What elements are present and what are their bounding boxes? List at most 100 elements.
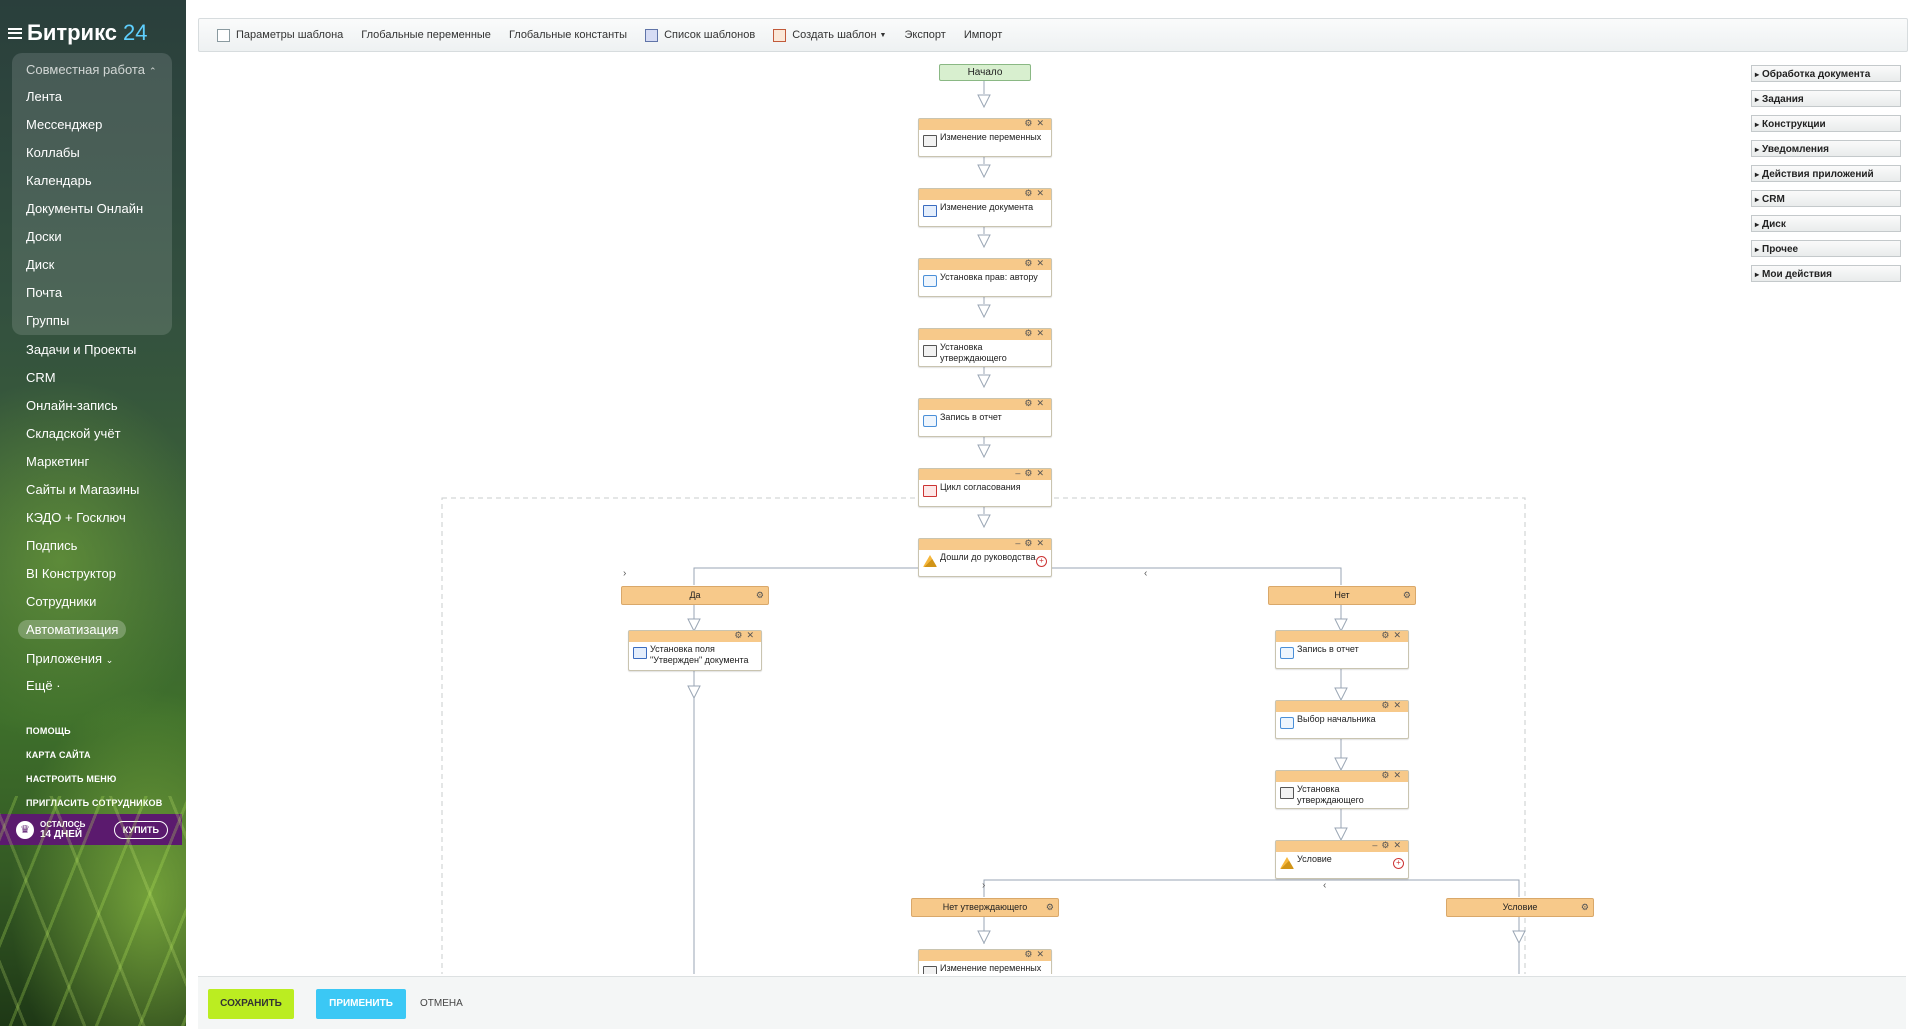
sidebar-item-apps[interactable]: Приложения ⌄ bbox=[26, 651, 114, 666]
sidebar-item-boards[interactable]: Доски bbox=[26, 229, 62, 244]
edit-document-icon bbox=[633, 647, 647, 659]
palette-app-actions[interactable]: Действия приложений bbox=[1751, 165, 1901, 183]
activity-node[interactable]: ⚙✕ Изменение переменных bbox=[918, 118, 1052, 157]
palette-disk[interactable]: Диск bbox=[1751, 215, 1901, 233]
sidebar-item-docs-online[interactable]: Документы Онлайн bbox=[26, 201, 144, 216]
workflow-canvas[interactable]: Начало ⚙✕ Изменение переменных ⚙✕ Измене… bbox=[198, 54, 1738, 974]
template-params-button[interactable]: Параметры шаблона bbox=[217, 28, 343, 42]
create-template-button[interactable]: Создать шаблон▼ bbox=[773, 28, 886, 42]
add-branch-icon[interactable]: + bbox=[1036, 556, 1047, 567]
sidebar-item-sites[interactable]: Сайты и Магазины bbox=[26, 482, 140, 497]
sidebar-item-mail[interactable]: Почта bbox=[26, 285, 63, 300]
node-actions[interactable]: –⚙✕ bbox=[1372, 840, 1405, 850]
node-actions[interactable]: ⚙✕ bbox=[1024, 398, 1048, 408]
gear-icon[interactable]: ⚙ bbox=[1402, 590, 1411, 600]
node-actions[interactable]: ⚙✕ bbox=[1024, 328, 1048, 338]
add-branch-icon[interactable]: + bbox=[1393, 858, 1404, 869]
chevron-left-icon[interactable]: ‹ bbox=[1144, 568, 1148, 579]
gear-icon[interactable]: ⚙ bbox=[1045, 902, 1054, 912]
start-node[interactable]: Начало bbox=[939, 64, 1031, 81]
buy-button[interactable]: купить bbox=[113, 820, 168, 839]
sidebar-item-tasks[interactable]: Задачи и Проекты bbox=[26, 342, 137, 357]
activity-node[interactable]: ⚙✕ Установка утверждающего bbox=[1275, 770, 1409, 809]
sidebar-item-employees[interactable]: Сотрудники bbox=[26, 594, 97, 609]
settings-icon bbox=[217, 28, 230, 42]
activity-node[interactable]: ⚙✕ Выбор начальника bbox=[1275, 700, 1409, 739]
save-button[interactable]: Сохранить bbox=[208, 989, 294, 1019]
sidebar-item-bi[interactable]: BI Конструктор bbox=[26, 566, 117, 581]
gear-icon[interactable]: ⚙ bbox=[755, 590, 764, 600]
gear-icon[interactable]: ⚙ bbox=[1580, 902, 1589, 912]
palette-constructs[interactable]: Конструкции bbox=[1751, 115, 1901, 133]
sidebar-item-automation[interactable]: Автоматизация bbox=[18, 620, 127, 639]
link-invite[interactable]: пригласить сотрудников bbox=[26, 798, 163, 808]
condition-node[interactable]: –⚙✕ Дошли до руководства + bbox=[918, 538, 1052, 577]
sidebar-item-calendar[interactable]: Календарь bbox=[26, 173, 92, 188]
node-actions[interactable]: ⚙✕ bbox=[1024, 949, 1048, 959]
branch-no-approver[interactable]: Нет утверждающего⚙ bbox=[911, 898, 1059, 917]
branch-no[interactable]: Нет⚙ bbox=[1268, 586, 1416, 605]
palette-my-actions[interactable]: Мои действия bbox=[1751, 265, 1901, 283]
global-vars-button[interactable]: Глобальные переменные bbox=[361, 29, 491, 41]
global-consts-button[interactable]: Глобальные константы bbox=[508, 29, 628, 41]
node-actions[interactable]: ⚙✕ bbox=[1381, 770, 1405, 780]
sidebar-item-crm[interactable]: CRM bbox=[26, 370, 56, 385]
sidebar-item-messenger[interactable]: Мессенджер bbox=[26, 117, 103, 132]
sidebar-item-feed[interactable]: Лента bbox=[26, 89, 62, 104]
branch-condition[interactable]: Условие⚙ bbox=[1446, 898, 1594, 917]
sidebar-item-collabs[interactable]: Коллабы bbox=[26, 145, 80, 160]
palette-crm[interactable]: CRM bbox=[1751, 190, 1901, 208]
chevron-left-icon[interactable]: ‹ bbox=[1323, 880, 1327, 891]
palette-other[interactable]: Прочее bbox=[1751, 240, 1901, 258]
list-icon bbox=[645, 28, 659, 42]
content-area: Параметры шаблона Глобальные переменные … bbox=[188, 4, 1920, 1029]
variables-icon bbox=[923, 966, 937, 974]
chevron-right-icon[interactable]: › bbox=[623, 568, 627, 579]
menu-icon[interactable] bbox=[8, 27, 22, 39]
activity-node[interactable]: ⚙✕ Установка прав: автору bbox=[918, 258, 1052, 297]
sidebar-item-disk[interactable]: Диск bbox=[26, 257, 55, 272]
chevron-right-icon[interactable]: › bbox=[982, 880, 986, 891]
link-configure-menu[interactable]: настроить меню bbox=[26, 774, 117, 784]
activity-node[interactable]: ⚙✕ Изменение документа bbox=[918, 188, 1052, 227]
sidebar-item-inventory[interactable]: Складской учёт bbox=[26, 426, 121, 441]
node-actions[interactable]: ⚙✕ bbox=[1024, 258, 1048, 268]
link-sitemap[interactable]: карта сайта bbox=[26, 750, 91, 760]
palette-tasks[interactable]: Задания bbox=[1751, 90, 1901, 108]
node-actions[interactable]: ⚙✕ bbox=[1381, 630, 1405, 640]
export-button[interactable]: Экспорт bbox=[904, 29, 946, 41]
footer-bar: Сохранить Применить Отмена bbox=[198, 976, 1906, 1029]
logo[interactable]: Битрикс 24 bbox=[8, 20, 148, 46]
collab-header[interactable]: Совместная работа⌃ bbox=[26, 62, 157, 77]
condition-node[interactable]: –⚙✕ Условие + bbox=[1275, 840, 1409, 879]
activity-node[interactable]: ⚙✕ Запись в отчет bbox=[918, 398, 1052, 437]
sidebar-item-kedo[interactable]: КЭДО + Госключ bbox=[26, 510, 126, 525]
node-actions[interactable]: ⚙✕ bbox=[1024, 188, 1048, 198]
apply-button[interactable]: Применить bbox=[316, 989, 406, 1019]
branch-yes[interactable]: Да⚙ bbox=[621, 586, 769, 605]
link-help[interactable]: помощь bbox=[26, 726, 71, 736]
activity-node[interactable]: ⚙✕ Установка утверждающего bbox=[918, 328, 1052, 367]
cycle-icon bbox=[923, 485, 937, 497]
node-actions[interactable]: ⚙✕ bbox=[1381, 700, 1405, 710]
cycle-node[interactable]: –⚙✕ Цикл согласования bbox=[918, 468, 1052, 507]
activity-node[interactable]: ⚙✕ Изменение переменных bbox=[918, 949, 1052, 974]
sidebar-item-sign[interactable]: Подпись bbox=[26, 538, 78, 553]
node-actions[interactable]: ⚙✕ bbox=[1024, 118, 1048, 128]
node-actions[interactable]: –⚙✕ bbox=[1015, 538, 1048, 548]
sidebar-item-groups[interactable]: Группы bbox=[26, 313, 70, 328]
cancel-button[interactable]: Отмена bbox=[420, 998, 463, 1009]
activity-node[interactable]: ⚙✕ Установка поля "Утвержден" документа bbox=[628, 630, 762, 671]
variables-icon bbox=[1280, 787, 1294, 799]
palette-document-processing[interactable]: Обработка документа bbox=[1751, 65, 1901, 83]
sidebar-item-marketing[interactable]: Маркетинг bbox=[26, 454, 90, 469]
sidebar-item-booking[interactable]: Онлайн-запись bbox=[26, 398, 118, 413]
gear-icon bbox=[1280, 717, 1294, 729]
template-list-button[interactable]: Список шаблонов bbox=[645, 28, 755, 42]
node-actions[interactable]: –⚙✕ bbox=[1015, 468, 1048, 478]
import-button[interactable]: Импорт bbox=[963, 29, 1003, 41]
node-actions[interactable]: ⚙✕ bbox=[734, 630, 758, 640]
palette-notifications[interactable]: Уведомления bbox=[1751, 140, 1901, 158]
activity-node[interactable]: ⚙✕ Запись в отчет bbox=[1275, 630, 1409, 669]
sidebar-item-more[interactable]: Ещё · bbox=[26, 678, 61, 693]
